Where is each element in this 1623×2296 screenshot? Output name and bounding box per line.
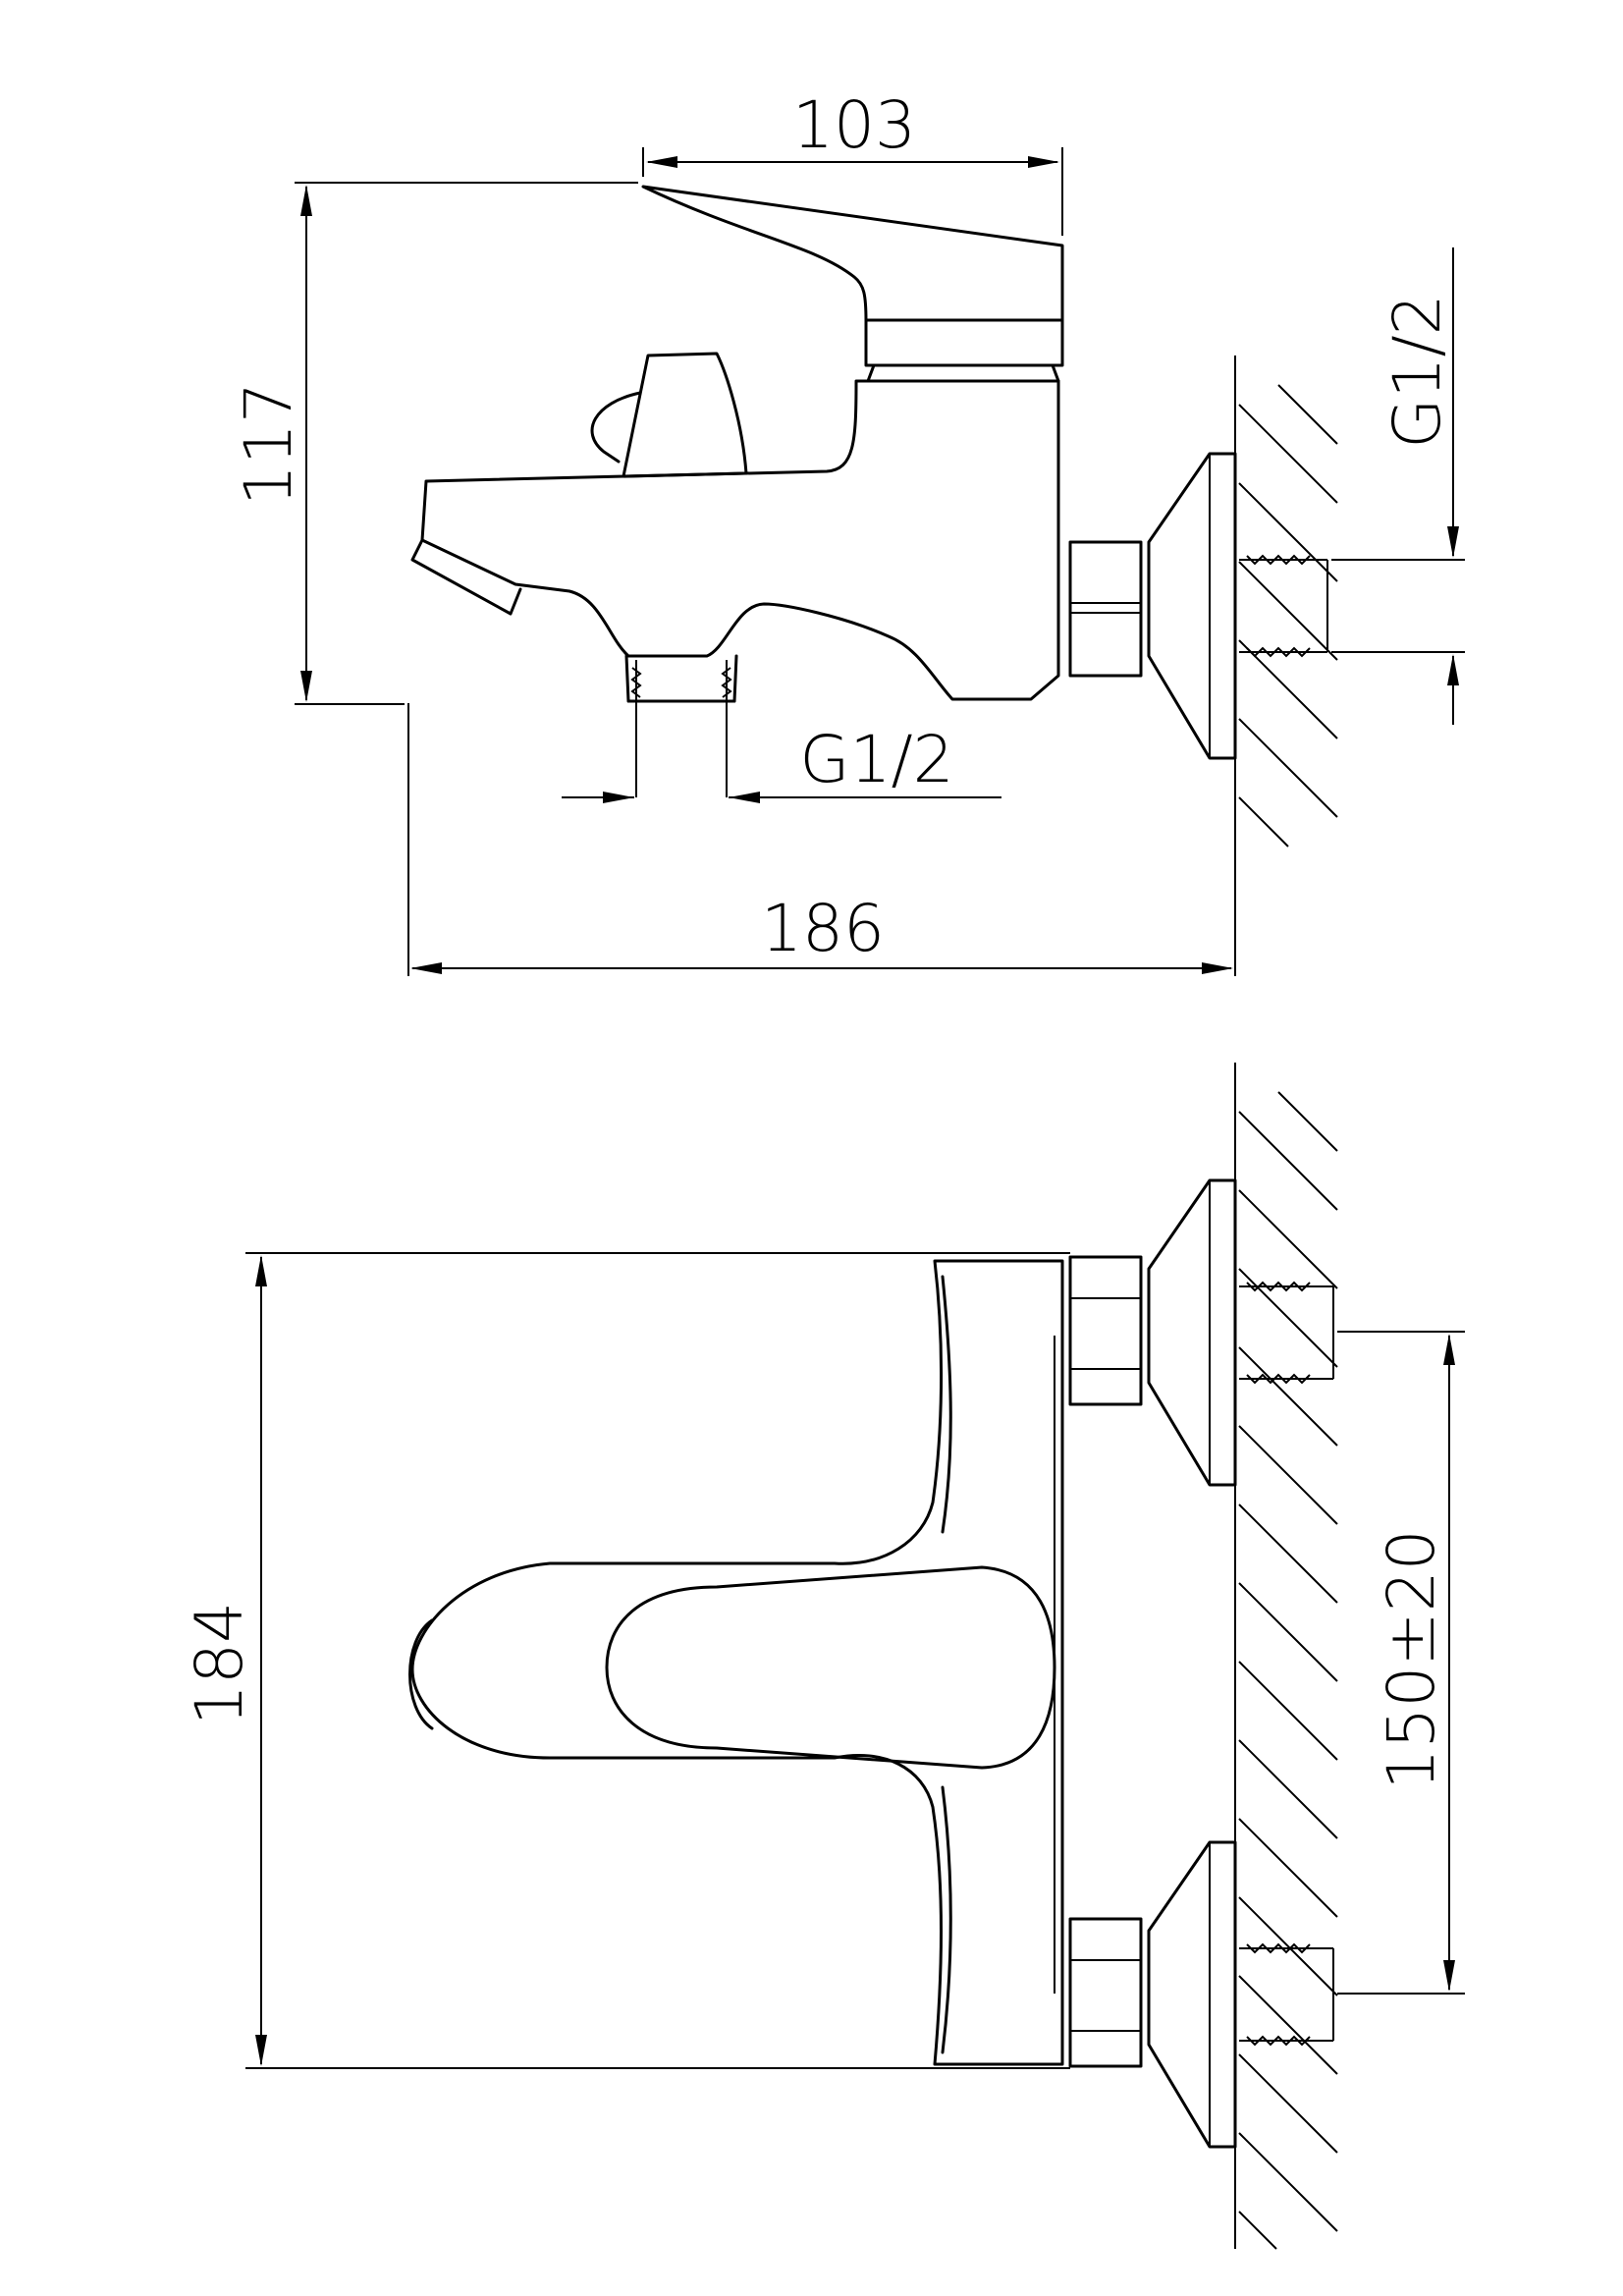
front-lower-rosette	[1147, 1840, 1237, 2149]
front-view: 184 150±20	[182, 1063, 1465, 2250]
side-wall-rosette	[1147, 452, 1237, 760]
side-lever-handle	[641, 185, 1064, 367]
dim-g12-outlet: G1/2	[562, 722, 1001, 803]
front-mixer-body	[410, 1259, 1064, 2066]
outlet-thread	[630, 660, 732, 797]
front-upper-nut	[1068, 1255, 1143, 1406]
dim-g12-right-label: G1/2	[1380, 294, 1455, 448]
front-lower-thread	[1239, 1942, 1334, 2047]
side-eccentric-thread	[1239, 554, 1328, 658]
dim-184: 184	[182, 1252, 1070, 2069]
dim-g12-outlet-label: G1/2	[799, 722, 953, 797]
side-connection-nut	[1068, 540, 1143, 678]
side-mixer-body	[420, 379, 1060, 701]
front-wall-hatch	[1234, 1063, 1338, 2250]
dim-103: 103	[642, 87, 1063, 236]
dim-186: 186	[407, 703, 1236, 976]
dim-150-20-label: 150±20	[1374, 1529, 1449, 1789]
diverter-knob	[622, 352, 748, 478]
side-wall-hatch	[1234, 355, 1338, 847]
side-view: 103 117 G1/2 G1/2	[231, 87, 1465, 976]
dim-117-label: 117	[231, 382, 306, 506]
dim-117: 117	[231, 182, 638, 705]
dim-g12-right: G1/2	[1331, 247, 1465, 725]
dim-103-label: 103	[792, 87, 916, 163]
front-upper-thread	[1239, 1281, 1334, 1385]
front-lower-nut	[1068, 1917, 1143, 2068]
dim-184-label: 184	[182, 1602, 257, 1725]
dim-186-label: 186	[761, 891, 885, 966]
front-diverter	[408, 1618, 434, 1730]
dim-150-20: 150±20	[1337, 1331, 1465, 1995]
front-lever-handle	[605, 1565, 1056, 1770]
front-upper-rosette	[1147, 1178, 1237, 1487]
